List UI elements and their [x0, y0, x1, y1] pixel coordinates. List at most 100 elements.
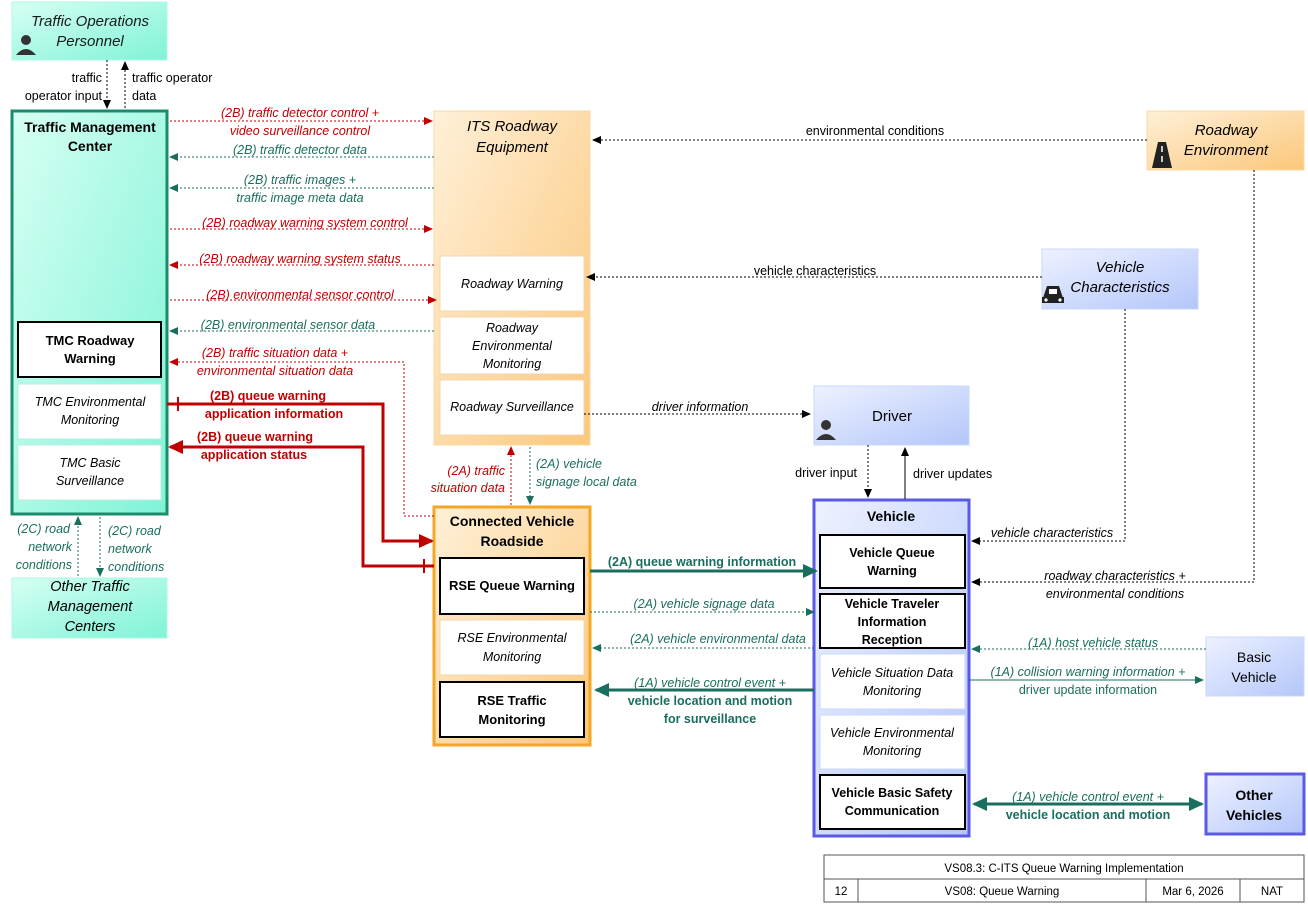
title-block-org: NAT: [1261, 886, 1283, 898]
label: (2A) vehicle: [536, 457, 602, 471]
basic-vehicle[interactable]: Basic Vehicle: [1205, 636, 1305, 697]
label: (1A) collision warning information +: [991, 665, 1186, 679]
tmc-basic-surveillance[interactable]: TMC Basic Surveillance: [17, 444, 162, 501]
driver[interactable]: Driver: [813, 385, 970, 446]
label: Centers: [65, 619, 116, 635]
label: Vehicle Queue: [849, 546, 935, 560]
flow-environmental-conditions: environmental conditions: [592, 124, 1147, 144]
label: Other Traffic: [50, 579, 130, 595]
label: (2B) environmental sensor control: [206, 288, 395, 302]
traffic-operations-personnel[interactable]: Traffic Operations Personnel: [11, 1, 168, 61]
label: Other: [1235, 787, 1273, 803]
label: Traffic Operations: [31, 13, 150, 30]
label: (2B) roadway warning system status: [199, 252, 400, 266]
label: traffic: [72, 71, 102, 85]
rse-traffic-monitoring[interactable]: RSE Traffic Monitoring: [439, 681, 585, 738]
label: Vehicle: [1231, 669, 1276, 685]
label: RSE Environmental: [457, 631, 567, 645]
label: Vehicle Basic Safety: [832, 786, 953, 800]
title-block-date: Mar 6, 2026: [1162, 886, 1223, 898]
tmc-roadway-warning[interactable]: TMC Roadway Warning: [17, 321, 162, 378]
flow-driver-updates: driver updates: [901, 447, 992, 499]
flow-traffic-images: (2B) traffic images + traffic image meta…: [169, 173, 434, 205]
label: (2C) road: [17, 522, 71, 536]
label: traffic image meta data: [236, 191, 363, 205]
label: Surveillance: [56, 474, 124, 488]
vehicle-traveler-information-reception[interactable]: Vehicle Traveler Information Reception: [819, 593, 966, 649]
label: Characteristics: [1070, 279, 1170, 296]
label: Vehicle Environmental: [830, 726, 955, 740]
label: (2A) queue warning information: [608, 555, 796, 569]
label: Environment: [1184, 142, 1269, 159]
vehicle-characteristics[interactable]: Vehicle Characteristics: [1041, 248, 1199, 310]
vehicle-environmental-monitoring[interactable]: Vehicle Environmental Monitoring: [819, 714, 966, 770]
vehicle-situation-data-monitoring[interactable]: Vehicle Situation Data Monitoring: [819, 653, 966, 710]
label: conditions: [108, 560, 164, 574]
title-block-page: 12: [835, 886, 848, 898]
flow-road-network-conditions-up: (2C) road network conditions: [16, 516, 82, 576]
label: Monitoring: [61, 413, 119, 427]
label: Roadway Warning: [461, 277, 563, 291]
label: environmental situation data: [197, 364, 353, 378]
label: Monitoring: [483, 650, 541, 664]
label: conditions: [16, 558, 72, 572]
flow-traffic-operator-input: traffic operator input: [25, 60, 111, 109]
label: (2A) vehicle environmental data: [630, 632, 806, 646]
label: Monitoring: [483, 357, 541, 371]
label: environmental conditions: [1046, 587, 1184, 601]
title-block-title: VS08.3: C-ITS Queue Warning Implementati…: [944, 863, 1183, 875]
label: (2A) traffic: [447, 464, 505, 478]
label: network: [108, 542, 153, 556]
flow-driver-information: driver information: [584, 400, 811, 418]
label: Driver: [872, 408, 912, 425]
other-vehicles[interactable]: Other Vehicles: [1204, 772, 1306, 836]
rse-environmental-monitoring[interactable]: RSE Environmental Monitoring: [439, 619, 585, 676]
label: Connected Vehicle: [450, 513, 575, 529]
roadway-environment[interactable]: Roadway Environment: [1146, 110, 1305, 171]
vehicle-queue-warning[interactable]: Vehicle Queue Warning: [819, 534, 966, 589]
its-roadway-warning[interactable]: Roadway Warning: [439, 255, 585, 312]
label: Equipment: [476, 139, 549, 156]
label: Vehicle: [867, 508, 915, 524]
label: Monitoring: [863, 684, 921, 698]
label: traffic operator: [132, 71, 212, 85]
label: for surveillance: [664, 712, 756, 726]
label: Warning: [64, 351, 116, 366]
label: Roadway Surveillance: [450, 400, 574, 414]
its-roadway-environmental-monitoring[interactable]: Roadway Environmental Monitoring: [439, 316, 585, 375]
flow-vehicle-characteristics-its: vehicle characteristics: [586, 264, 1042, 281]
label: driver updates: [913, 467, 992, 481]
label: (1A) vehicle control event +: [1012, 790, 1164, 804]
flow-2a-vehicle-signage-local-data: (2A) vehicle signage local data: [526, 447, 637, 505]
label: environmental conditions: [806, 124, 944, 138]
label: Monitoring: [863, 744, 921, 758]
label: Vehicles: [1226, 807, 1282, 823]
label: TMC Roadway: [46, 333, 136, 348]
label: vehicle characteristics: [991, 526, 1113, 540]
flow-queue-warning-application-information: (2B) queue warning application informati…: [167, 389, 434, 548]
label: situation data: [431, 481, 505, 495]
flow-roadway-warning-system-status: (2B) roadway warning system status: [169, 252, 434, 269]
label: Vehicle Traveler: [845, 597, 940, 611]
label: (2B) roadway warning system control: [202, 216, 409, 230]
label: network: [28, 540, 73, 554]
label: Management: [48, 599, 134, 615]
car-icon: [1042, 286, 1064, 303]
rse-queue-warning[interactable]: RSE Queue Warning: [439, 557, 585, 615]
vehicle-basic-safety-communication[interactable]: Vehicle Basic Safety Communication: [819, 774, 966, 830]
label: Roadside: [480, 533, 543, 549]
flow-roadway-characteristics: roadway characteristics + environmental …: [971, 170, 1255, 601]
label: application status: [201, 448, 307, 462]
label: Information: [858, 615, 927, 629]
flow-2a-vehicle-signage-data: (2A) vehicle signage data: [590, 597, 815, 616]
title-block: VS08.3: C-ITS Queue Warning Implementati…: [823, 854, 1305, 903]
road-icon: [1152, 142, 1172, 168]
label: (2C) road: [108, 524, 162, 538]
other-traffic-management-centers[interactable]: Other Traffic Management Centers: [11, 577, 168, 639]
label: (2B) traffic detector data: [233, 143, 367, 157]
its-roadway-surveillance[interactable]: Roadway Surveillance: [439, 379, 585, 436]
label: roadway characteristics +: [1044, 569, 1185, 583]
label: driver information: [652, 400, 749, 414]
tmc-environmental-monitoring[interactable]: TMC Environmental Monitoring: [17, 383, 162, 440]
